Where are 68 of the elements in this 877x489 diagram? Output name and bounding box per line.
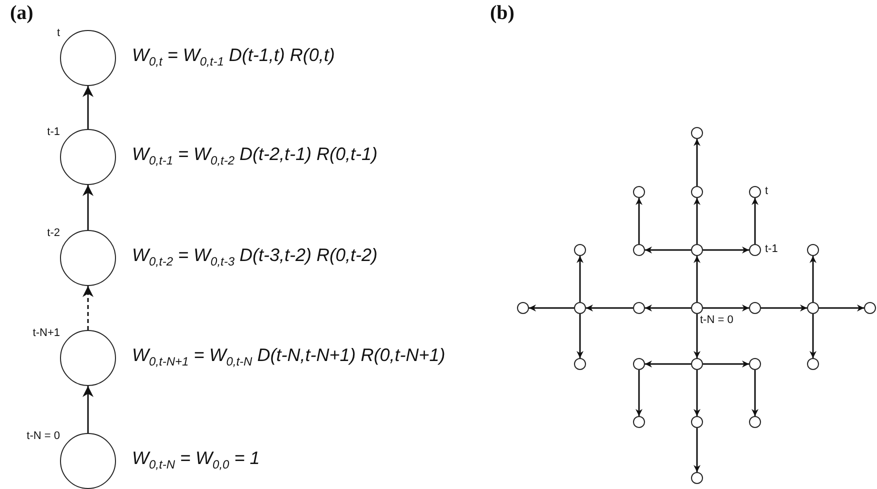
arrow: [752, 370, 758, 416]
arrow: [576, 314, 584, 358]
state-circle: [691, 127, 703, 139]
state-circle: [691, 244, 703, 256]
node-label: t-N = 0: [26, 431, 60, 442]
state-circle: [807, 358, 819, 370]
node-label: t-N+1: [32, 328, 60, 339]
arrow: [82, 185, 94, 230]
node-label: t-N = 0: [700, 315, 734, 326]
state-circle: [574, 244, 586, 256]
arrow: [645, 304, 691, 312]
equation: W$_{0,t}$ = W$_{0,t-1}$ D(t-1,t) R(0,t): [132, 46, 335, 68]
state-circle: [749, 186, 761, 198]
equation: W$_{0,t-N+1}$ = W$_{0,t-N}$ D(t-N,t-N+1) R(0,t-N+1): [132, 346, 446, 368]
arrow: [694, 139, 700, 186]
arrow: [645, 360, 691, 368]
equation: W$_{0,t-1}$ = W$_{0,t-2}$ D(t-2,t-1) R(0,t-1): [132, 145, 378, 167]
arrow: [819, 304, 864, 312]
state-circle: [574, 358, 586, 370]
state-circle: [691, 358, 703, 370]
arrow: [752, 198, 758, 244]
state-circle: [633, 244, 645, 256]
arrow: [694, 314, 700, 358]
state-circle: [749, 358, 761, 370]
arrow: [636, 370, 642, 416]
node-label: t: [56, 28, 60, 39]
arrow: [694, 198, 700, 244]
equation: W$_{0,t-2}$ = W$_{0,t-3}$ D(t-3,t-2) R(0,t-2): [132, 246, 378, 268]
arrow: [810, 314, 816, 358]
state-circle: [749, 416, 761, 428]
arrow: [82, 86, 94, 129]
arrow: [82, 286, 94, 330]
state-circle: [517, 302, 529, 314]
arrow: [645, 246, 691, 254]
equation: W$_{0,t-N}$ = W$_{0,0}$ = 1: [132, 449, 260, 471]
arrow: [529, 304, 574, 312]
state-circle: [749, 244, 761, 256]
state-circle: [807, 244, 819, 256]
node-label: t-1: [47, 127, 60, 138]
state-circle: [633, 302, 645, 314]
state-circle: [749, 302, 761, 314]
arrow: [703, 246, 749, 254]
state-circle: [691, 302, 703, 314]
state-circle: [633, 186, 645, 198]
arrow: [761, 304, 807, 312]
state-circle: [864, 302, 876, 314]
node-label: t: [765, 186, 768, 197]
arrow: [810, 256, 816, 302]
state-circle: [691, 416, 703, 428]
arrow: [694, 428, 700, 472]
state-circle: [633, 358, 645, 370]
state-circle: [807, 302, 819, 314]
arrow: [82, 386, 94, 433]
arrow: [576, 256, 584, 302]
arrow: [636, 198, 642, 244]
node-label: t-1: [765, 244, 778, 255]
state-circle: [691, 186, 703, 198]
arrow: [694, 256, 700, 302]
panel-label: (b): [490, 2, 514, 25]
arrow: [703, 304, 749, 312]
state-circle: [633, 416, 645, 428]
panel-label: (a): [10, 2, 34, 25]
arrow: [703, 360, 749, 368]
arrow: [694, 370, 700, 416]
arrow: [586, 304, 633, 312]
node-label: t-2: [47, 228, 60, 239]
state-circle: [574, 302, 586, 314]
state-circle: [691, 472, 703, 484]
